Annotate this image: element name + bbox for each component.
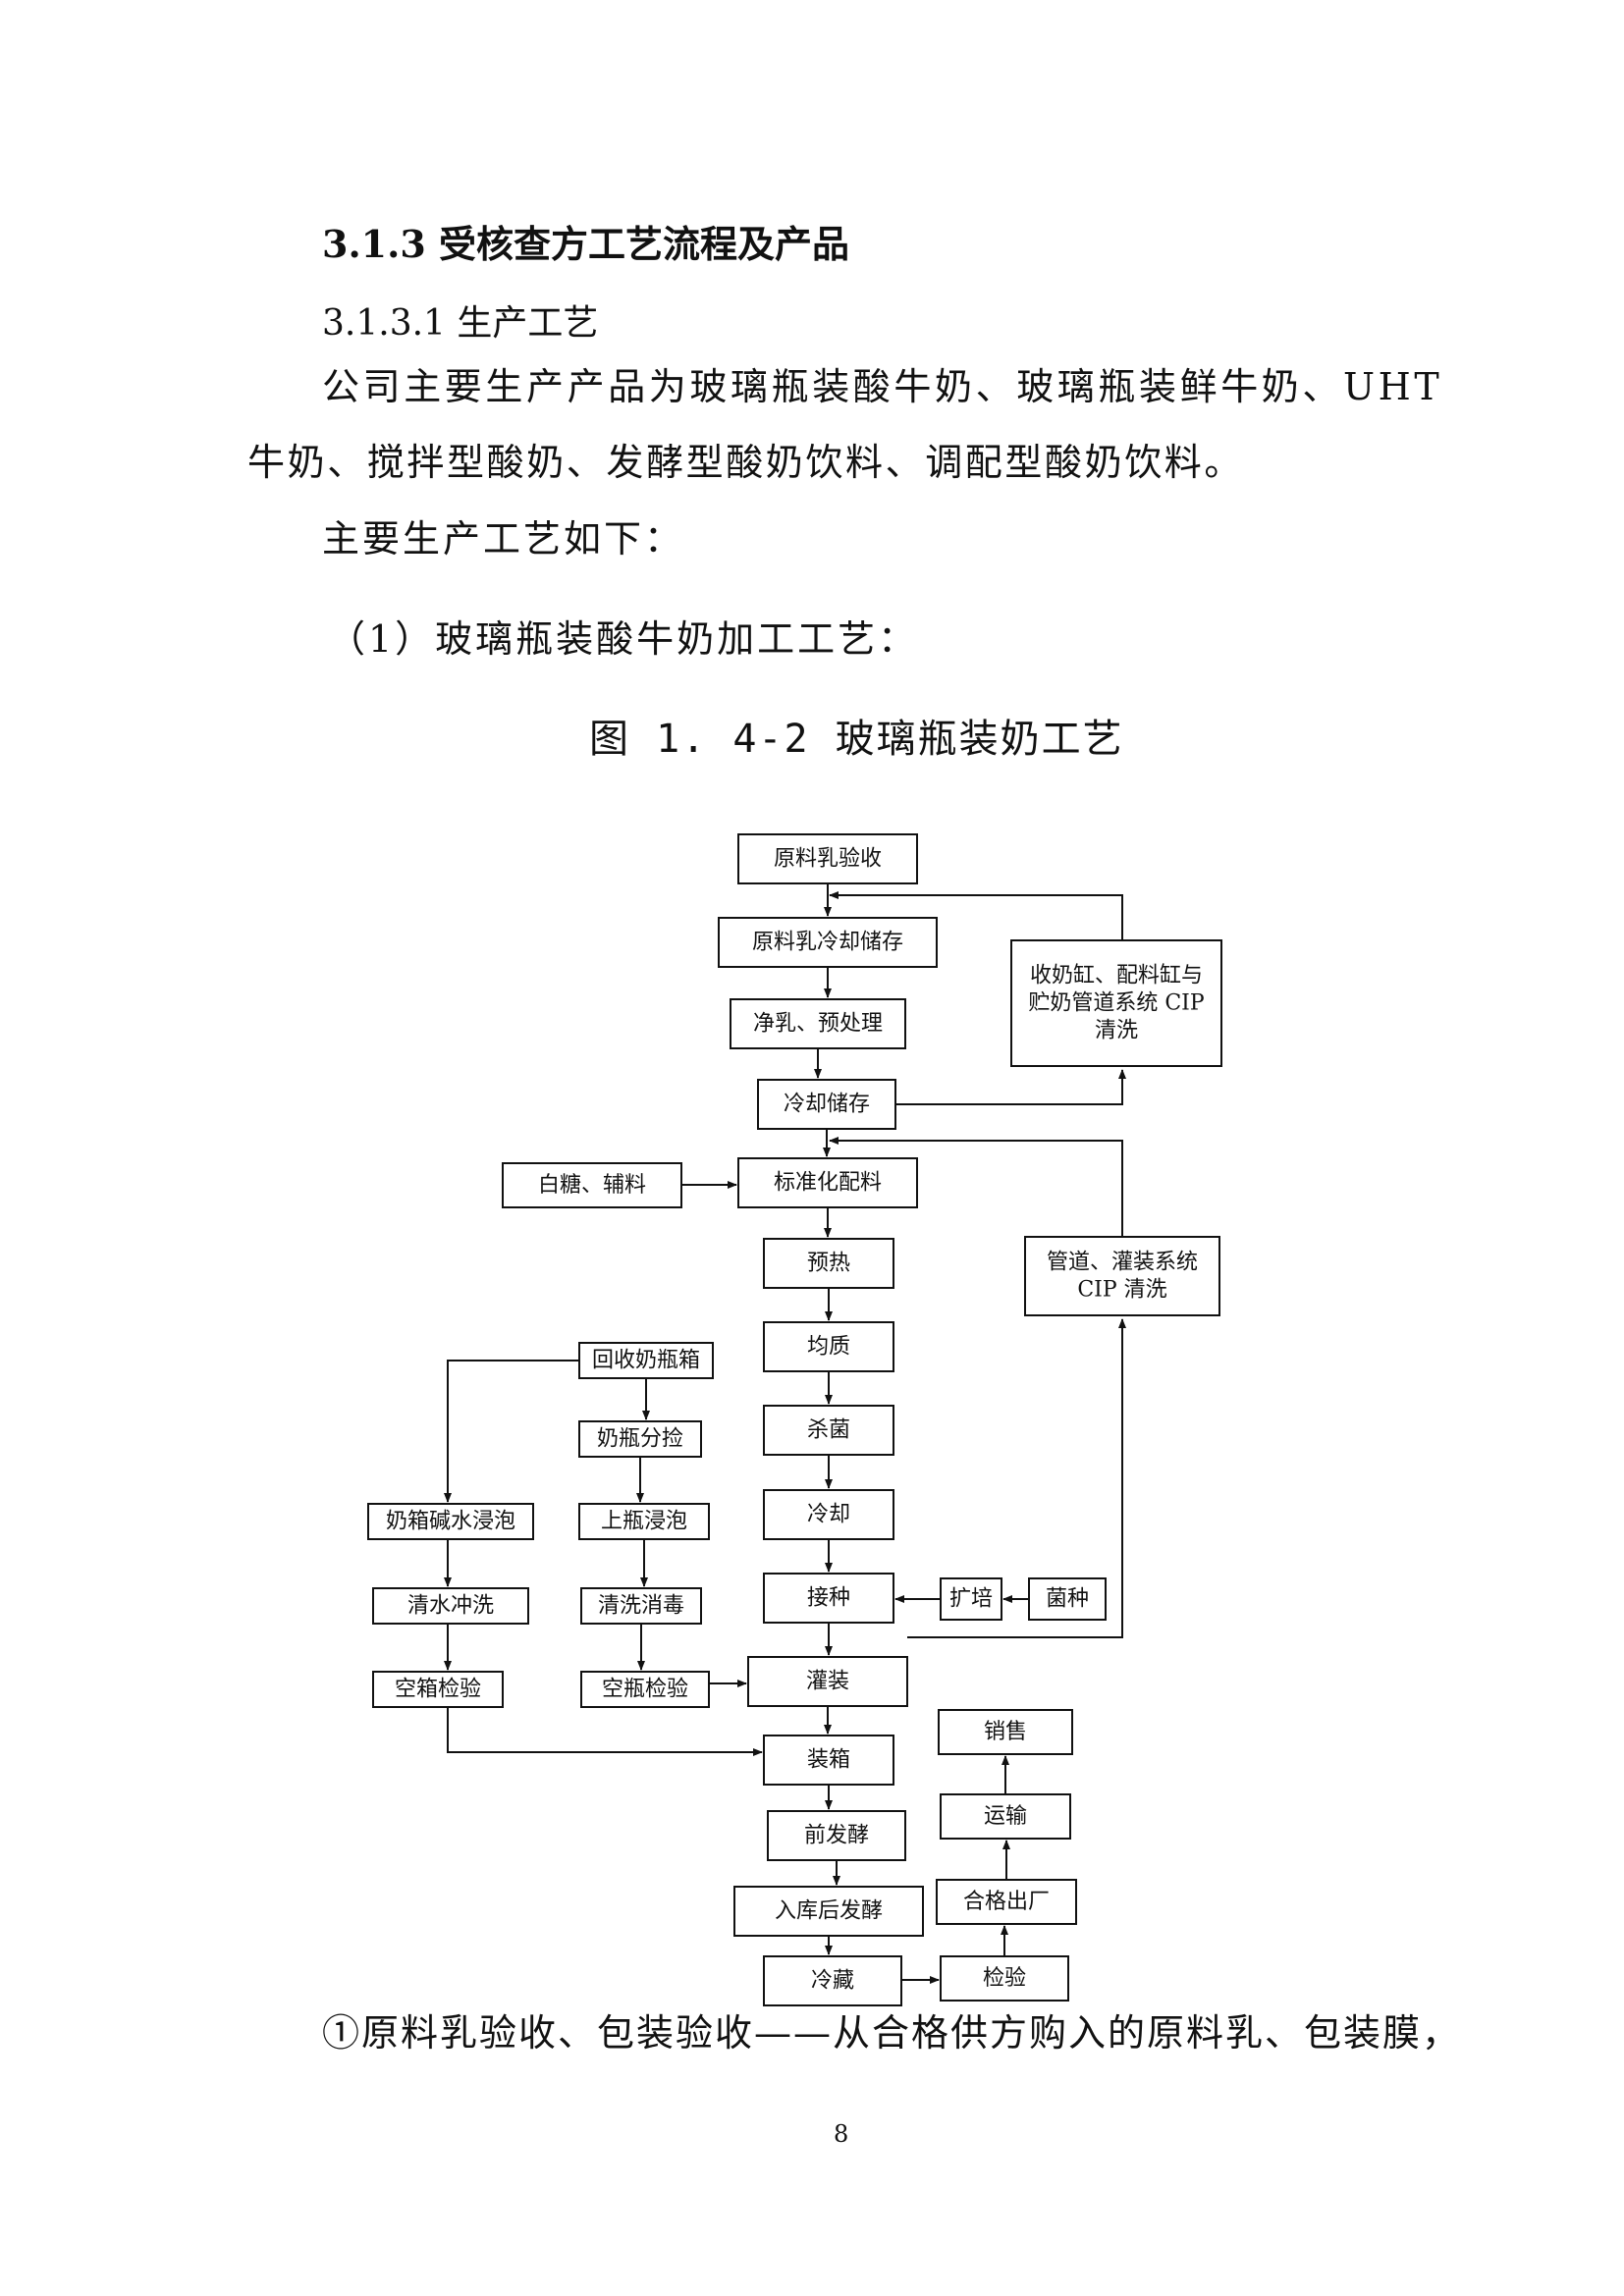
description-line: ①原料乳验收、包装验收——从合格供方购入的原料乳、包装膜，: [322, 2011, 1462, 2055]
clarification-pretreatment-step-label: 净乳、预处理: [753, 1012, 883, 1037]
crate-alkali-soak-box-label: 奶箱碱水浸泡: [386, 1510, 515, 1534]
cooling-step: 冷却: [763, 1489, 894, 1540]
refrigeration-step-label: 冷藏: [811, 1969, 854, 1994]
sterilization-step: 杀菌: [763, 1405, 894, 1456]
bottle-disinfection-box: 清洗消毒: [580, 1587, 702, 1625]
connector: [829, 891, 1123, 940]
cip-cleaning-2-box: 管道、灌装系统 CIP 清洗: [1024, 1236, 1220, 1316]
crating-step: 装箱: [763, 1735, 894, 1786]
pre-fermentation-step: 前发酵: [767, 1810, 906, 1861]
starter-culture-box: 菌种: [1028, 1577, 1107, 1621]
refrigeration-step: 冷藏: [763, 1955, 902, 2006]
sales-box: 销售: [938, 1709, 1073, 1755]
bottle-sorting-box-label: 奶瓶分捡: [597, 1427, 683, 1452]
connector: [907, 1318, 1126, 1638]
pre-fermentation-step-label: 前发酵: [804, 1824, 869, 1848]
sugar-auxiliary-box: 白糖、辅料: [502, 1162, 682, 1208]
section-heading: 3.1.3 受核查方工艺流程及产品: [322, 222, 850, 266]
bottle-soaking-box: 上瓶浸泡: [578, 1503, 710, 1540]
qualified-shipment-box-label: 合格出厂: [963, 1890, 1050, 1914]
culture-expansion-box: 扩培: [940, 1577, 1002, 1621]
paragraph-line-1: 公司主要生产产品为玻璃瓶装酸牛奶、玻璃瓶装鲜牛奶、UHT: [322, 365, 1443, 408]
standardization-step: 标准化配料: [737, 1157, 918, 1208]
cooling-storage-step: 冷却储存: [757, 1079, 896, 1130]
paragraph-line-2: 牛奶、搅拌型酸奶、发酵型酸奶饮料、调配型酸奶饮料。: [247, 441, 1245, 484]
connector: [447, 1707, 763, 1756]
crate-alkali-soak-box: 奶箱碱水浸泡: [367, 1503, 534, 1540]
inoculation-step-label: 接种: [807, 1586, 850, 1611]
filling-step-label: 灌装: [806, 1670, 849, 1694]
post-fermentation-step: 入库后发酵: [733, 1886, 924, 1937]
sugar-auxiliary-box-label: 白糖、辅料: [538, 1173, 646, 1198]
homogenization-step-label: 均质: [807, 1335, 850, 1360]
empty-bottle-inspection-box: 空瓶检验: [580, 1671, 710, 1708]
connector: [444, 1360, 579, 1503]
preheating-step: 预热: [763, 1238, 894, 1289]
water-rinse-box-label: 清水冲洗: [407, 1594, 494, 1619]
cip-cleaning-1-box-label: 贮奶管道系统 CIP: [1028, 991, 1205, 1016]
cooling-step-label: 冷却: [807, 1503, 850, 1527]
cip-cleaning-1-box-label: 收奶缸、配料缸与: [1030, 964, 1203, 988]
quality-inspection-box-label: 检验: [983, 1966, 1026, 1991]
recycled-bottle-crate-box: 回收奶瓶箱: [578, 1342, 714, 1379]
qualified-shipment-box: 合格出厂: [936, 1879, 1077, 1925]
empty-bottle-inspection-box-label: 空瓶检验: [602, 1678, 688, 1702]
empty-crate-inspection-box: 空箱检验: [372, 1671, 504, 1708]
cip-cleaning-1-box-label: 清洗: [1095, 1019, 1138, 1043]
raw-milk-acceptance-step: 原料乳验收: [737, 833, 918, 884]
raw-milk-cooling-storage-step: 原料乳冷却储存: [718, 917, 938, 968]
paragraph-line-3: 主要生产工艺如下：: [322, 517, 685, 561]
starter-culture-box-label: 菌种: [1046, 1587, 1089, 1612]
inoculation-step: 接种: [763, 1573, 894, 1624]
process-item-title: （1）玻璃瓶装酸牛奶加工工艺：: [328, 617, 919, 661]
crating-step-label: 装箱: [807, 1748, 850, 1773]
bottle-disinfection-box-label: 清洗消毒: [598, 1594, 684, 1619]
raw-milk-acceptance-step-label: 原料乳验收: [774, 847, 882, 872]
cip-cleaning-2-box-label: 管道、灌装系统: [1047, 1251, 1198, 1275]
post-fermentation-step-label: 入库后发酵: [775, 1899, 883, 1924]
page-number: 8: [834, 2120, 849, 2148]
quality-inspection-box: 检验: [940, 1955, 1069, 2002]
figure-caption: 图 1. 4-2 玻璃瓶装奶工艺: [589, 717, 1124, 762]
transport-box: 运输: [940, 1793, 1071, 1840]
cip-cleaning-2-box-label: CIP 清洗: [1077, 1278, 1166, 1303]
cooling-storage-step-label: 冷却储存: [784, 1093, 870, 1117]
homogenization-step: 均质: [763, 1321, 894, 1372]
culture-expansion-box-label: 扩培: [949, 1587, 993, 1612]
bottle-soaking-box-label: 上瓶浸泡: [601, 1510, 687, 1534]
preheating-step-label: 预热: [807, 1252, 850, 1276]
connector: [829, 1137, 1123, 1237]
connector: [895, 1069, 1126, 1105]
standardization-step-label: 标准化配料: [774, 1171, 882, 1196]
water-rinse-box: 清水冲洗: [372, 1587, 529, 1625]
filling-step: 灌装: [747, 1656, 908, 1707]
empty-crate-inspection-box-label: 空箱检验: [395, 1678, 481, 1702]
sales-box-label: 销售: [984, 1720, 1027, 1744]
subsection-heading: 3.1.3.1 生产工艺: [322, 303, 599, 344]
raw-milk-cooling-storage-step-label: 原料乳冷却储存: [752, 931, 903, 955]
transport-box-label: 运输: [984, 1804, 1027, 1829]
sterilization-step-label: 杀菌: [807, 1418, 850, 1443]
bottle-sorting-box: 奶瓶分捡: [578, 1420, 702, 1458]
clarification-pretreatment-step: 净乳、预处理: [730, 998, 906, 1049]
recycled-bottle-crate-box-label: 回收奶瓶箱: [592, 1349, 700, 1373]
